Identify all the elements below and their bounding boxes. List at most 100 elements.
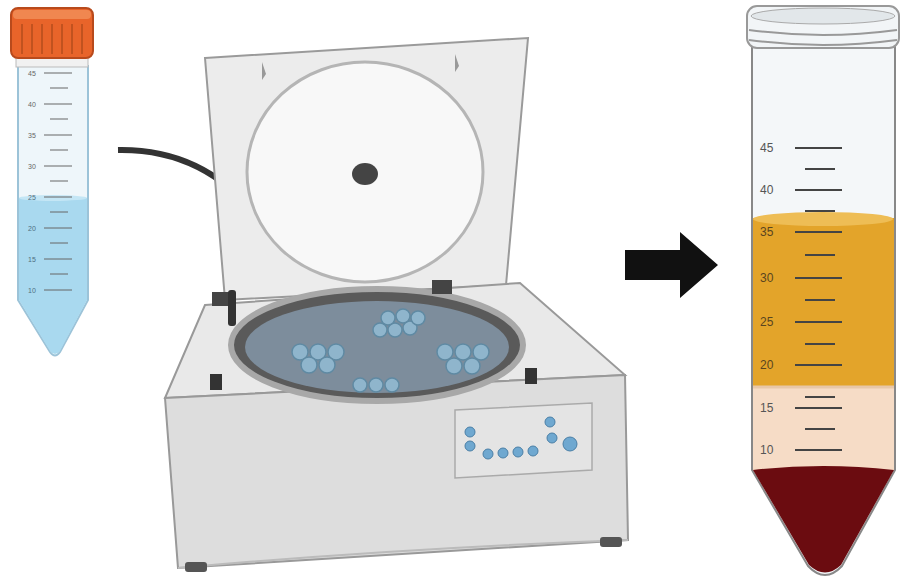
graduation-number: 10 [28,287,36,294]
illustration-part [795,277,842,279]
illustration-part [432,280,452,294]
illustration-part [352,163,378,185]
illustration-part [753,386,894,389]
graduation-number: 15 [760,402,773,414]
sample-tube [11,8,93,356]
graduation-number: 15 [28,256,36,263]
illustration-part [747,6,899,48]
illustration-part [795,407,842,409]
illustration-part [11,8,93,58]
illustration-part [455,54,459,72]
illustration-part [228,290,236,326]
graduation-number: 30 [28,163,36,170]
illustration-part [41,24,43,54]
illustration-part [210,374,222,390]
illustration-part [795,321,842,323]
illustration-part [51,24,53,54]
illustration-part [749,40,897,45]
graduation-number: 40 [28,101,36,108]
illustration-part [231,289,523,401]
graduation-number: 30 [760,272,773,284]
graduation-number: 35 [28,132,36,139]
illustration-part [44,166,72,167]
illustration-part [805,396,835,398]
illustration-part [13,10,91,19]
illustration-part [525,368,537,384]
graduation-number: 10 [760,444,773,456]
illustration-part [805,343,835,345]
illustration-part [498,448,508,458]
illustration-part [381,311,395,325]
illustration-part [795,231,842,233]
illustration-part [44,73,72,290]
illustration-part [751,8,895,24]
illustration-part [805,299,835,301]
illustration-part [805,254,835,256]
illustration-part [21,24,23,54]
illustration-part [292,309,489,392]
illustration-part [71,24,73,54]
illustration-part [795,449,842,451]
illustration-part [385,378,399,392]
illustration-part [795,189,842,191]
illustration-part [753,218,894,386]
separated-tube [747,6,899,575]
illustration-part [753,466,894,573]
illustration-part [301,357,317,373]
illustration-part [753,386,894,470]
illustration-part [353,378,367,392]
illustration-part [44,135,72,136]
illustration-part [50,119,68,120]
graduation-number: 20 [760,359,773,371]
illustration-part [319,357,335,373]
graduation-number: 20 [28,225,36,232]
illustration-part [455,344,471,360]
illustration-part [245,301,509,393]
illustration-part [753,212,893,226]
illustration-part [50,150,68,151]
illustration-part [44,73,72,74]
illustration-part [795,148,842,450]
illustration-part [178,540,628,568]
process-arrow [625,232,718,298]
illustration-part [795,147,842,149]
illustration-part [446,358,462,374]
illustration-part [396,309,410,323]
illustration-part [22,24,82,54]
illustration-part [752,46,895,575]
graduation-number: 35 [760,226,773,238]
illustration-part [44,290,72,291]
illustration-part [50,88,68,89]
illustration-part [18,66,88,356]
illustration-part [483,449,493,459]
illustration-part [50,181,68,182]
graduation-number: 45 [760,142,773,154]
illustration-part [600,537,622,547]
illustration-part [473,344,489,360]
illustration-part [749,30,897,35]
illustration-part [50,212,68,213]
illustration-part [262,62,266,80]
illustration-part [44,104,72,105]
illustration-part [465,427,475,437]
illustration-part [528,446,538,456]
graduation-number: 40 [760,184,773,196]
illustration-part [44,197,72,198]
illustration-part [437,344,453,360]
illustration-part [563,437,577,451]
centrifuge [165,38,628,572]
illustration-part [19,198,87,354]
illustration-part [50,274,68,275]
illustration-part [805,168,835,170]
illustration-part [44,259,72,260]
illustration-part [50,243,68,244]
graduation-number: 45 [28,70,36,77]
graduation-number: 25 [28,194,36,201]
illustration-part [369,378,383,392]
illustration-part [465,441,475,451]
illustration-part [165,375,628,568]
illustration-part [44,228,72,229]
illustration-part [205,38,528,300]
illustration-part [513,447,523,457]
